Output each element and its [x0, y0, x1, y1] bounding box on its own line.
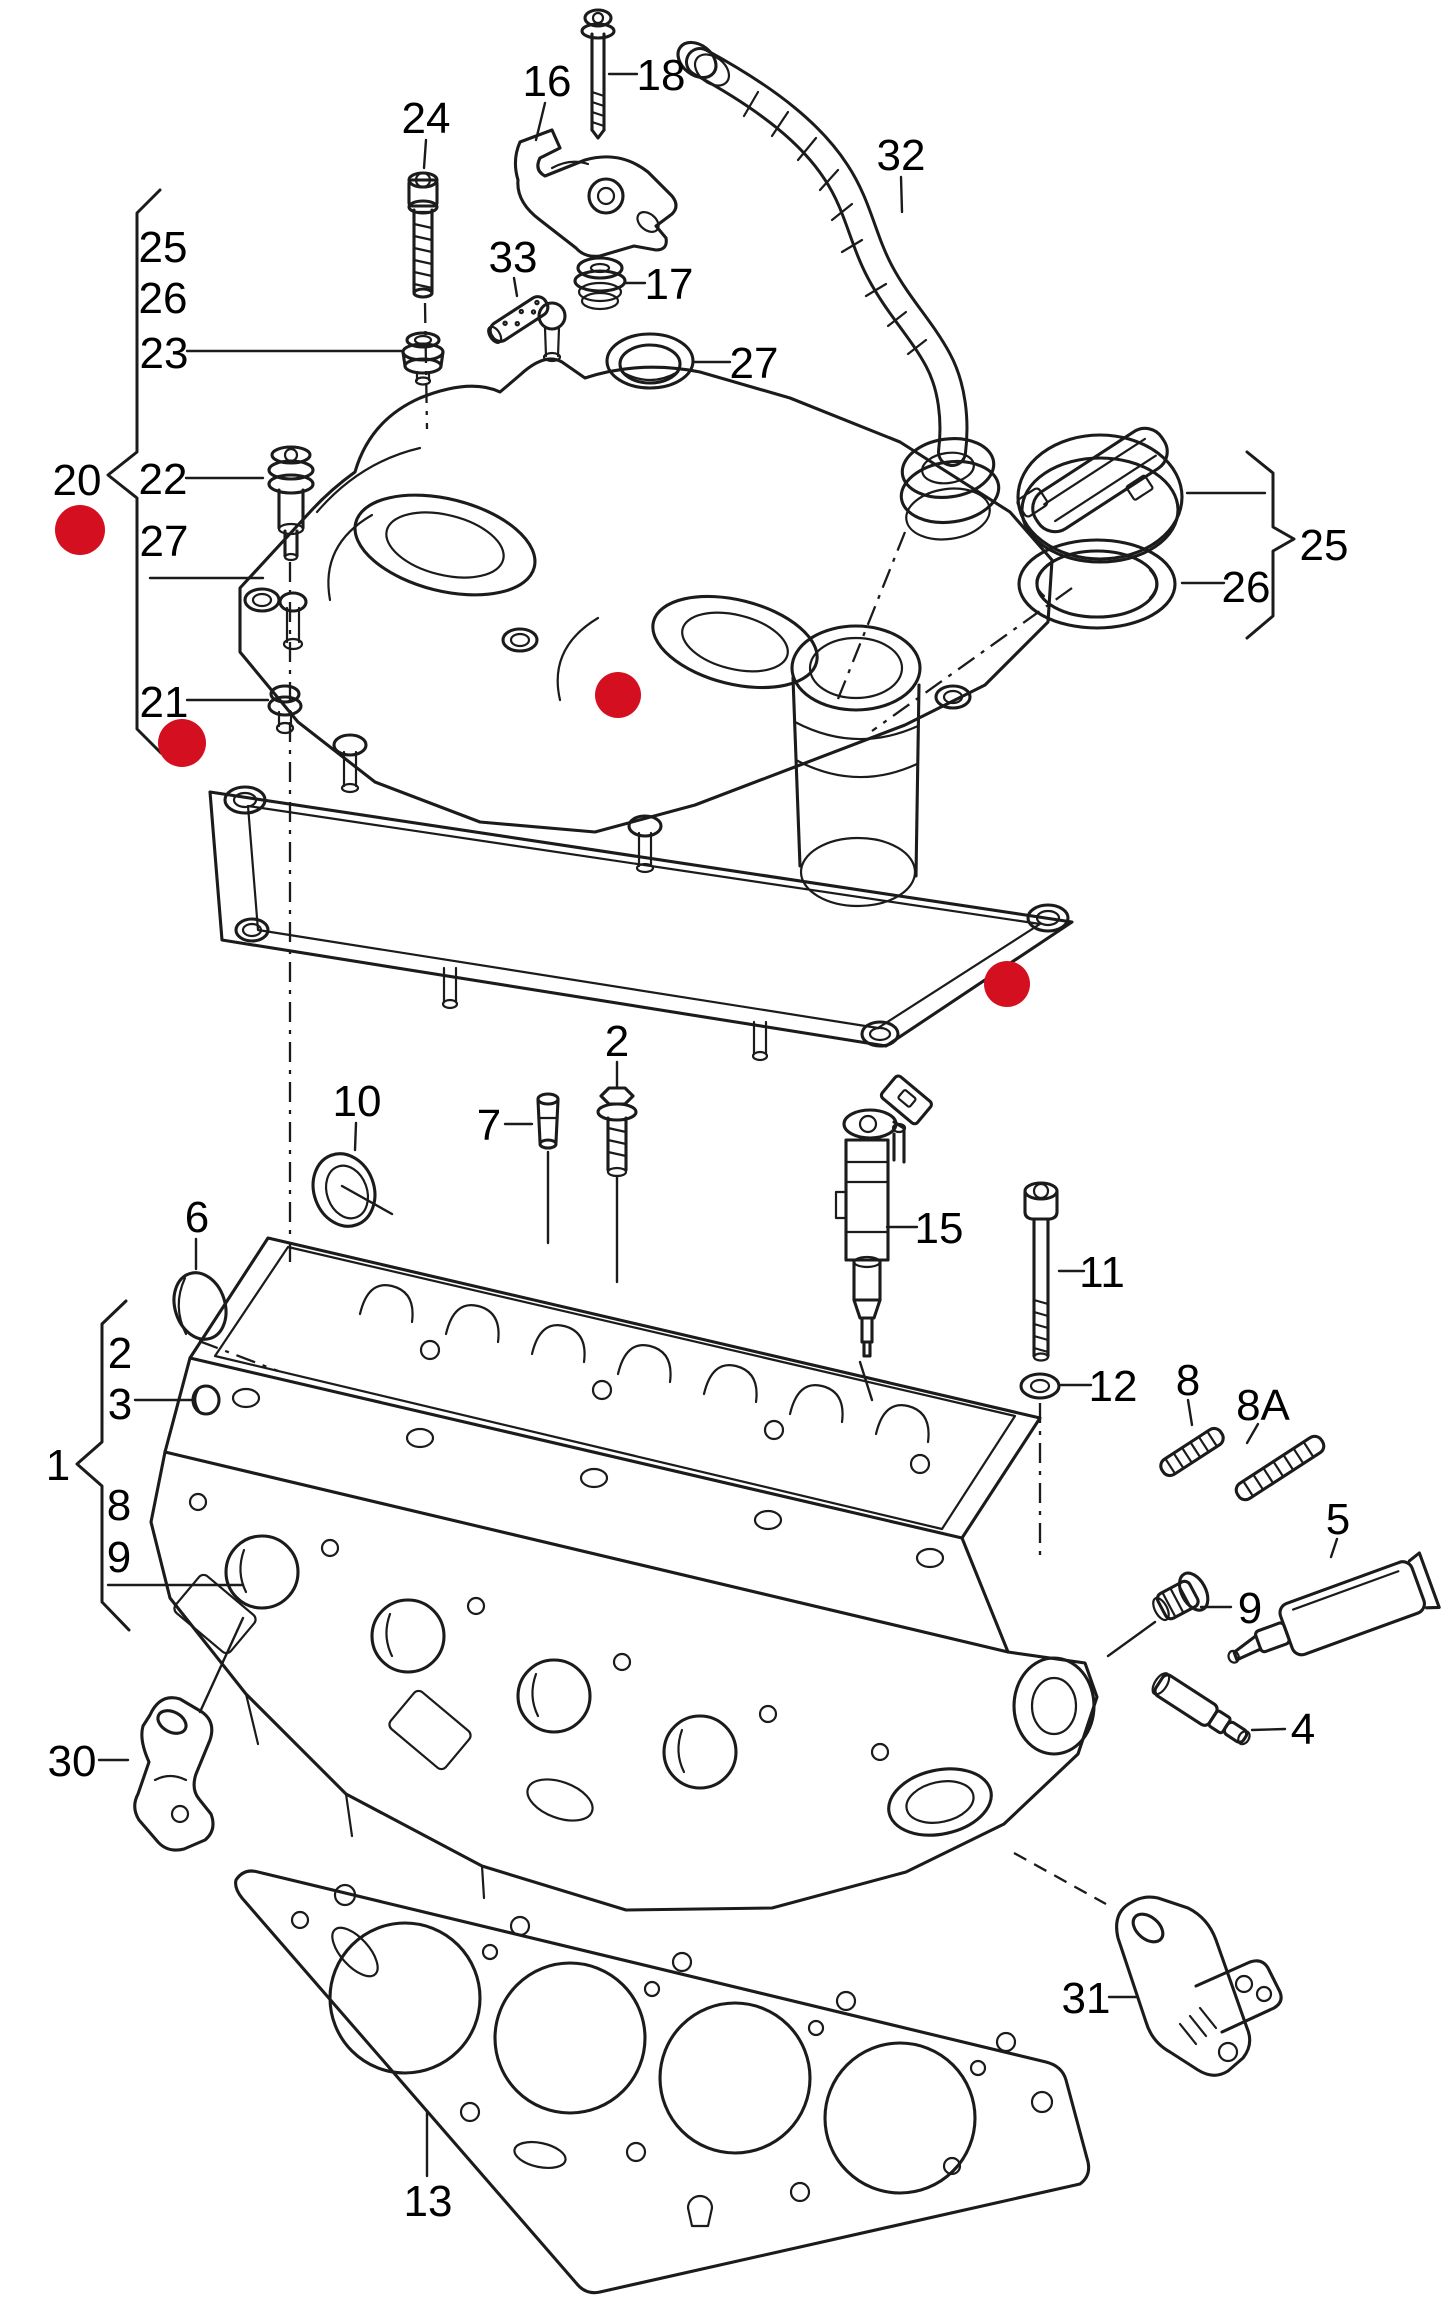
cap-gasket-26-art — [1017, 538, 1177, 630]
leader-line-33 — [512, 276, 519, 298]
seal-27-art — [605, 332, 695, 390]
axis-and-auxiliary-lines — [106, 302, 1157, 1906]
callout-label-21: 21 — [140, 678, 189, 727]
callout-label-13: 13 — [404, 2177, 453, 2226]
sealant-tube-5-art — [1227, 1551, 1441, 1664]
socket-head-bolt-24-art — [407, 171, 439, 299]
group-bracket-20 — [106, 188, 163, 755]
sealing-plug-3-art — [191, 1384, 221, 1416]
cover-gasket-frame-art — [208, 591, 1074, 1062]
callout-label-18: 18 — [637, 51, 686, 100]
cylinder-head-art — [149, 1236, 1099, 1912]
oil-filler-cap-25-art — [1016, 426, 1184, 564]
leader-line-32 — [899, 175, 904, 214]
callout-label-22: 22 — [139, 455, 188, 504]
dashdot-line — [423, 302, 429, 430]
callout-label-32: 32 — [877, 131, 926, 180]
injector-15-art — [834, 1074, 933, 1358]
screw-plug-9-art — [1152, 1571, 1210, 1622]
hotspot-markers — [55, 505, 1030, 1007]
lifting-bracket-30-art — [133, 1696, 215, 1852]
callout-label-25: 25 — [139, 223, 188, 272]
callout-label-1: 1 — [46, 1441, 70, 1490]
callout-label-4: 4 — [1291, 1705, 1315, 1754]
head-gasket-13-art — [234, 1869, 1091, 2295]
callout-label-15: 15 — [915, 1204, 964, 1253]
leader-line-5 — [1329, 1537, 1339, 1559]
callout-label-23: 23 — [140, 329, 189, 378]
exploded-view-artwork — [133, 8, 1441, 2295]
washer-12-art — [1019, 1372, 1061, 1400]
stud-33-art — [487, 295, 550, 344]
screw-18-art — [580, 8, 616, 140]
stud-8a-art — [1234, 1434, 1326, 1502]
socket-head-bolt-11-art — [1023, 1181, 1059, 1362]
callout-label-24: 24 — [402, 94, 451, 143]
callout-label-3: 3 — [108, 1380, 132, 1429]
grommet-17-art — [573, 256, 627, 311]
leader-lines — [97, 72, 1339, 2178]
callout-label-20: 20 — [53, 456, 102, 505]
dashdot-line — [198, 1339, 279, 1373]
callout-label-8: 8 — [1176, 1356, 1200, 1405]
solid-line — [858, 1360, 874, 1402]
leader-line-10 — [353, 1121, 358, 1152]
group-bracket-1 — [75, 1299, 131, 1632]
solid-line — [198, 1616, 245, 1714]
leader-line-8 — [1186, 1398, 1194, 1427]
callout-label-27: 27 — [140, 517, 189, 566]
callout-label-2: 2 — [605, 1017, 629, 1066]
callout-label-6: 6 — [185, 1193, 209, 1242]
callout-label-26: 26 — [1222, 563, 1271, 612]
dashed-line — [1013, 1851, 1107, 1906]
red-hotspot-marker[interactable] — [55, 505, 105, 555]
callout-label-17: 17 — [645, 260, 694, 309]
stud-8-art — [1159, 1426, 1225, 1478]
solid-line — [1106, 1620, 1157, 1658]
callout-label-8: 8 — [107, 1481, 131, 1530]
leader-line-8A — [1245, 1422, 1260, 1445]
callout-label-30: 30 — [48, 1737, 97, 1786]
dowel-sleeve-4-art — [1151, 1672, 1251, 1746]
callout-label-27: 27 — [730, 339, 779, 388]
callout-label-11: 11 — [1079, 1248, 1125, 1297]
leader-line-4 — [1250, 1727, 1287, 1732]
shaft-seal-10-art — [311, 1152, 377, 1228]
leader-line-24 — [422, 138, 428, 170]
group-brackets — [75, 188, 1296, 1632]
dashdot-line — [834, 531, 907, 705]
red-hotspot-marker[interactable] — [158, 719, 206, 767]
callout-label-10: 10 — [333, 1077, 382, 1126]
callout-label-9: 9 — [107, 1533, 131, 1582]
callout-label-25: 25 — [1300, 521, 1349, 570]
callout-label-12: 12 — [1089, 1362, 1138, 1411]
head-bolt-2-art — [596, 1086, 638, 1178]
red-hotspot-marker[interactable] — [595, 672, 641, 718]
cylinder-head-cover-art — [238, 301, 1054, 908]
retainer-bracket-16-art — [513, 128, 678, 258]
callout-label-7: 7 — [477, 1101, 501, 1150]
callout-label-31: 31 — [1062, 1974, 1111, 2023]
dashdot-line — [871, 587, 1073, 732]
callout-label-33: 33 — [489, 233, 538, 282]
core-plug-6-art — [172, 1271, 228, 1341]
lifting-bracket-31-art — [1115, 1895, 1283, 2077]
solid-line — [340, 1184, 394, 1216]
red-hotspot-marker[interactable] — [984, 961, 1030, 1007]
dowel-pin-7-art — [536, 1092, 560, 1150]
leader-line-16 — [534, 101, 547, 142]
valve-22-art — [267, 445, 315, 562]
callout-label-2: 2 — [108, 1329, 132, 1378]
callout-label-8A: 8A — [1236, 1381, 1290, 1430]
callout-label-9: 9 — [1238, 1584, 1262, 1633]
breather-hose-32-art — [676, 40, 1001, 541]
grommet-23-art — [401, 331, 445, 386]
callout-label-5: 5 — [1326, 1495, 1350, 1544]
callout-label-16: 16 — [523, 57, 572, 106]
group-bracket-25 — [1245, 450, 1296, 640]
callout-label-26: 26 — [139, 274, 188, 323]
